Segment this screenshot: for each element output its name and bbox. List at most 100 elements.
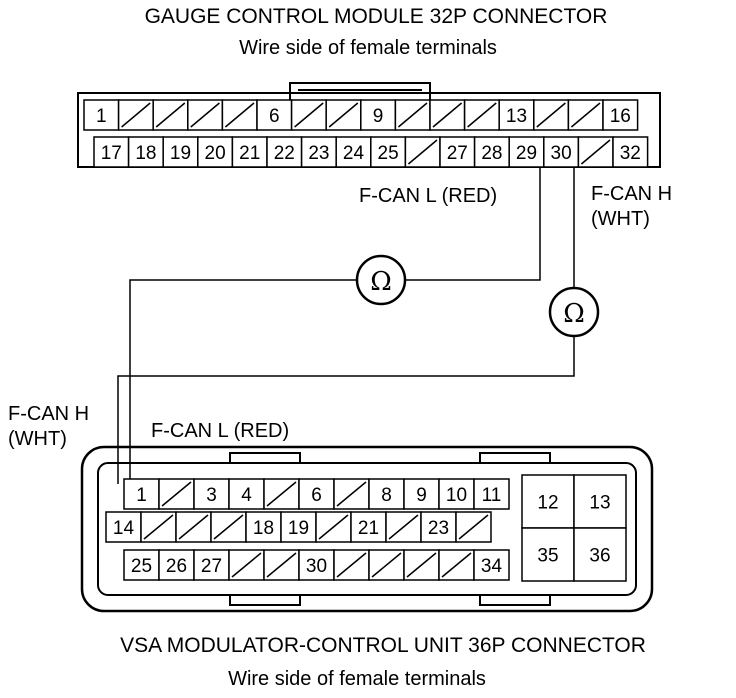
fcan-h-upper-label-1: F-CAN H xyxy=(591,183,672,205)
terminal: 27 xyxy=(439,136,476,168)
terminal-number: 29 xyxy=(516,143,537,164)
terminal-number: 25 xyxy=(131,556,152,577)
terminal: 14 xyxy=(105,511,142,543)
terminal-number: 18 xyxy=(135,143,156,164)
fcan-l-wire xyxy=(405,167,541,281)
fcan-h-lower-label-2: (WHT) xyxy=(8,428,67,450)
fcan-l-lower-label: F-CAN L (RED) xyxy=(151,420,289,442)
terminal-number: 21 xyxy=(358,518,379,539)
terminal: 4 xyxy=(228,478,265,510)
empty-terminal xyxy=(333,478,370,510)
ohm-symbol: Ω xyxy=(563,299,585,329)
terminal: 18 xyxy=(245,511,282,543)
terminal: 13 xyxy=(573,474,627,529)
terminal-number: 4 xyxy=(241,485,252,506)
terminal-number: 32 xyxy=(620,143,641,164)
terminal-number: 12 xyxy=(537,493,558,514)
ohm-symbol: Ω xyxy=(370,267,392,297)
terminal: 21 xyxy=(350,511,387,543)
terminal-number: 1 xyxy=(96,106,107,127)
terminal: 18 xyxy=(127,136,164,168)
fcan-h-lower-label-1: F-CAN H xyxy=(8,403,89,425)
gauge-connector-title: GAUGE CONTROL MODULE 32P CONNECTOR xyxy=(145,5,608,28)
terminal: 11 xyxy=(473,478,510,510)
terminal: 30 xyxy=(298,549,335,581)
wires xyxy=(117,167,575,484)
terminal-number: 28 xyxy=(481,143,502,164)
empty-terminal xyxy=(567,99,604,131)
terminal: 9 xyxy=(360,99,397,131)
terminal: 25 xyxy=(370,136,407,168)
terminal: 1 xyxy=(123,478,160,510)
terminal: 26 xyxy=(158,549,195,581)
empty-terminal xyxy=(228,549,265,581)
terminal-number: 6 xyxy=(269,106,280,127)
terminal-number: 21 xyxy=(239,143,260,164)
terminal-number: 25 xyxy=(378,143,399,164)
terminal-number: 14 xyxy=(113,518,135,539)
terminal-number: 35 xyxy=(537,546,558,567)
empty-terminal xyxy=(290,99,327,131)
terminal: 3 xyxy=(193,478,230,510)
terminal-number: 17 xyxy=(101,143,122,164)
empty-terminal xyxy=(429,99,466,131)
terminal: 21 xyxy=(231,136,268,168)
fcan-h-upper-label-2: (WHT) xyxy=(591,208,650,230)
empty-terminal xyxy=(463,99,500,131)
terminal-number: 11 xyxy=(482,485,502,506)
terminal-number: 10 xyxy=(446,485,467,506)
terminal-number: 30 xyxy=(551,143,572,164)
empty-terminal xyxy=(403,549,440,581)
empty-terminal xyxy=(210,511,247,543)
empty-terminal xyxy=(315,511,352,543)
terminal-number: 26 xyxy=(166,556,187,577)
empty-terminal xyxy=(152,99,189,131)
terminal: 16 xyxy=(602,99,639,131)
fcan-l-upper-label: F-CAN L (RED) xyxy=(359,185,497,207)
empty-terminal xyxy=(117,99,154,131)
vsa-connector-title: VSA MODULATOR-CONTROL UNIT 36P CONNECTOR xyxy=(120,634,646,657)
terminal-number: 3 xyxy=(206,485,217,506)
empty-terminal xyxy=(577,136,614,168)
terminal-number: 16 xyxy=(610,106,631,127)
terminal-number: 1 xyxy=(136,485,147,506)
empty-terminal xyxy=(455,511,492,543)
empty-terminal xyxy=(263,549,300,581)
terminal: 24 xyxy=(335,136,372,168)
terminal: 6 xyxy=(298,478,335,510)
terminal-number: 13 xyxy=(589,493,610,514)
empty-terminal xyxy=(325,99,362,131)
empty-terminal xyxy=(175,511,212,543)
empty-terminal xyxy=(187,99,224,131)
terminal: 28 xyxy=(473,136,510,168)
terminal-number: 9 xyxy=(373,106,384,127)
vsa-connector-subtitle: Wire side of female terminals xyxy=(228,668,486,690)
terminal-number: 8 xyxy=(381,485,392,506)
empty-terminal xyxy=(263,478,300,510)
fcan-h-wire-lower xyxy=(117,336,575,484)
terminal: 9 xyxy=(403,478,440,510)
terminal: 8 xyxy=(368,478,405,510)
empty-terminal xyxy=(333,549,370,581)
terminal-number: 13 xyxy=(506,106,527,127)
terminal-number: 23 xyxy=(308,143,329,164)
terminal-number: 24 xyxy=(343,143,365,164)
gauge-connector-subtitle: Wire side of female terminals xyxy=(239,37,497,59)
empty-terminal xyxy=(221,99,258,131)
vsa-pin-block: 12 13 35 36 xyxy=(521,474,627,582)
terminal-number: 9 xyxy=(416,485,427,506)
terminal: 20 xyxy=(197,136,234,168)
terminal: 36 xyxy=(573,527,627,582)
ohmmeter-fcan-l: Ω xyxy=(355,254,407,306)
empty-terminal xyxy=(385,511,422,543)
empty-terminal xyxy=(404,136,441,168)
terminal: 19 xyxy=(280,511,317,543)
terminal-number: 18 xyxy=(253,518,274,539)
terminal-number: 23 xyxy=(428,518,449,539)
terminal: 25 xyxy=(123,549,160,581)
ohmmeter-fcan-h: Ω xyxy=(548,286,600,338)
